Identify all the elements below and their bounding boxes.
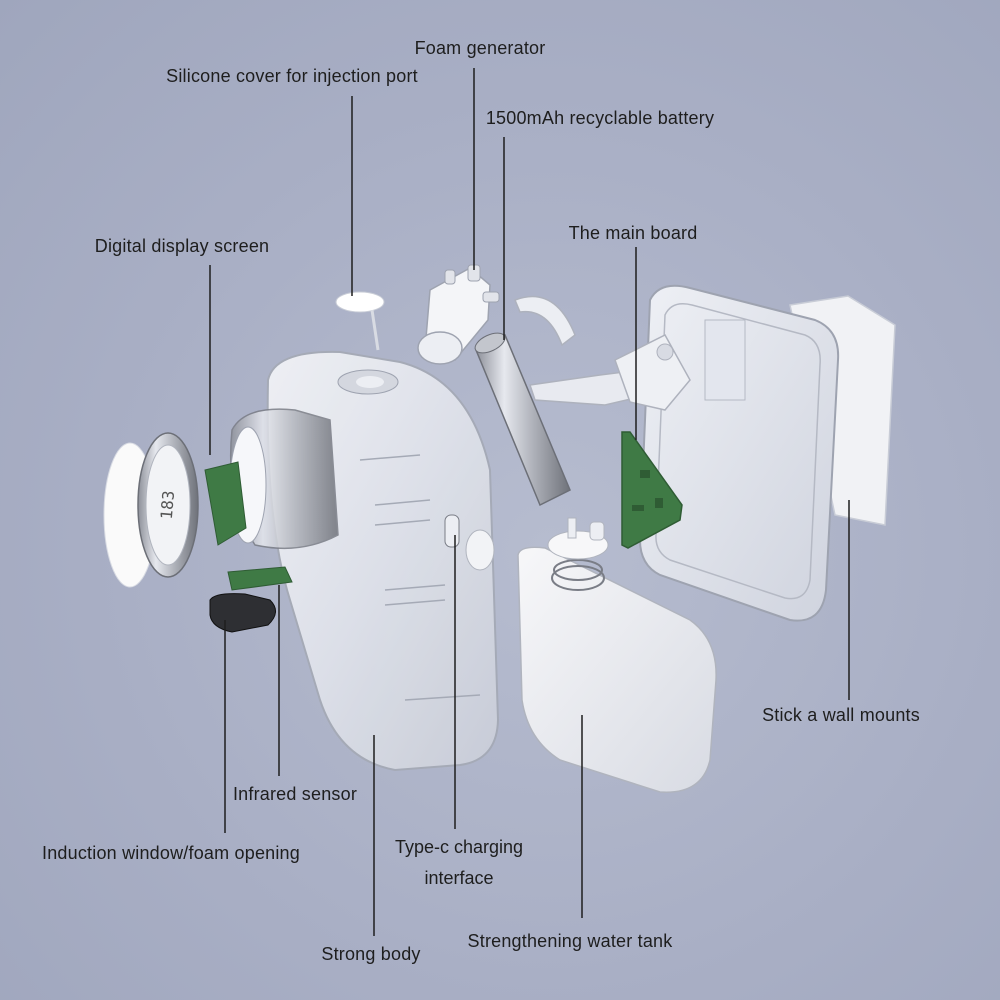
label-main-board: The main board xyxy=(568,223,698,243)
main-body xyxy=(229,350,500,772)
label-induction-window: Induction window/foam opening xyxy=(42,843,300,863)
sensor-parts xyxy=(209,566,293,633)
battery xyxy=(474,332,571,507)
label-digital-display: Digital display screen xyxy=(94,236,270,256)
leader-lines xyxy=(209,68,850,936)
water-tank xyxy=(517,517,717,793)
label-strong-body: Strong body xyxy=(321,944,421,964)
label-water-tank: Strengthening water tank xyxy=(467,931,673,951)
label-typec-line1: Type-c charging xyxy=(394,837,524,857)
label-wall-mounts: Stick a wall mounts xyxy=(762,705,920,725)
main-board xyxy=(621,431,683,549)
bracket xyxy=(514,295,691,411)
label-silicone-cover: Silicone cover for injection port xyxy=(166,66,418,86)
display-assembly: 183 xyxy=(103,432,247,588)
label-typec-interface: Type-c charging interface xyxy=(395,832,523,894)
label-infrared-sensor: Infrared sensor xyxy=(232,784,358,804)
back-cover xyxy=(638,284,840,622)
foam-generator xyxy=(417,264,500,365)
label-foam-generator: Foam generator xyxy=(414,38,546,58)
label-battery: 1500mAh recyclable battery xyxy=(485,108,715,128)
label-typec-line2: interface xyxy=(424,868,494,888)
display-reading: 183 xyxy=(157,490,178,520)
silicone-cover xyxy=(335,291,385,351)
